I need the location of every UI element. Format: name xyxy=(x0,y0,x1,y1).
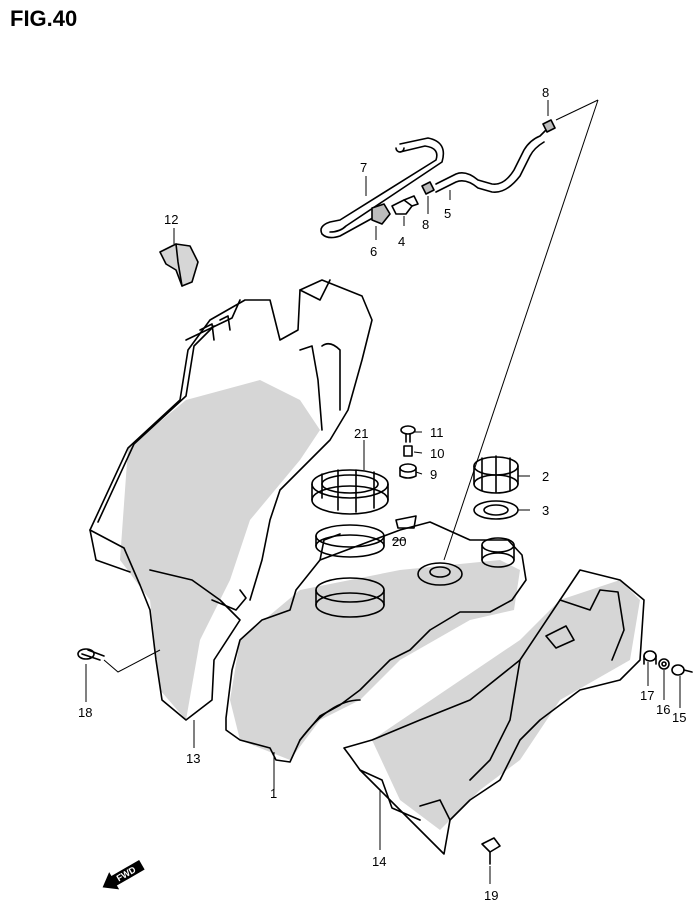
callout-8-bottom: 8 xyxy=(422,217,429,232)
part-3-gasket xyxy=(473,500,519,520)
part-9-grommet xyxy=(399,463,417,479)
callout-numbers: 8 7 5 12 8 4 6 21 11 10 9 2 3 20 18 17 1… xyxy=(78,85,686,903)
callout-4: 4 xyxy=(398,234,405,249)
callout-13: 13 xyxy=(186,751,200,766)
callout-9: 9 xyxy=(430,467,437,482)
callout-8-top: 8 xyxy=(542,85,549,100)
callout-16: 16 xyxy=(656,702,670,717)
callout-11: 11 xyxy=(430,425,444,440)
figure-title: FIG.40 xyxy=(10,6,78,31)
part-18-bolt xyxy=(77,648,105,661)
part-15-bolt xyxy=(671,664,693,676)
callout-18: 18 xyxy=(78,705,92,720)
callout-2: 2 xyxy=(542,469,549,484)
part-12-clip xyxy=(159,243,199,287)
hose-assembly xyxy=(320,119,556,239)
leader-lines xyxy=(85,99,681,884)
callout-14: 14 xyxy=(372,854,386,869)
part-21-ring xyxy=(311,469,389,515)
callout-3: 3 xyxy=(542,503,549,518)
callout-5: 5 xyxy=(444,206,451,221)
part-16-washer xyxy=(658,658,670,670)
callout-6: 6 xyxy=(370,244,377,259)
part-13-left-cover xyxy=(89,279,373,721)
callout-17: 17 xyxy=(640,688,654,703)
fwd-direction-arrow: FWD xyxy=(102,859,145,890)
callout-19: 19 xyxy=(484,888,498,903)
callout-12: 12 xyxy=(164,212,178,227)
part-11-bolt xyxy=(400,425,416,443)
callout-10: 10 xyxy=(430,446,444,461)
callout-20: 20 xyxy=(392,534,406,549)
part-10-collar xyxy=(403,445,413,457)
callout-1: 1 xyxy=(270,786,277,801)
part-1-fuel-tank xyxy=(225,515,527,763)
part-20-gasket xyxy=(315,524,385,558)
part-19-rivet xyxy=(481,837,501,865)
callout-21: 21 xyxy=(354,426,368,441)
part-17-collar xyxy=(643,650,657,665)
part-14-right-cover xyxy=(343,569,645,855)
callout-15: 15 xyxy=(672,710,686,725)
part-2-cap xyxy=(473,455,519,494)
callout-7: 7 xyxy=(360,160,367,175)
